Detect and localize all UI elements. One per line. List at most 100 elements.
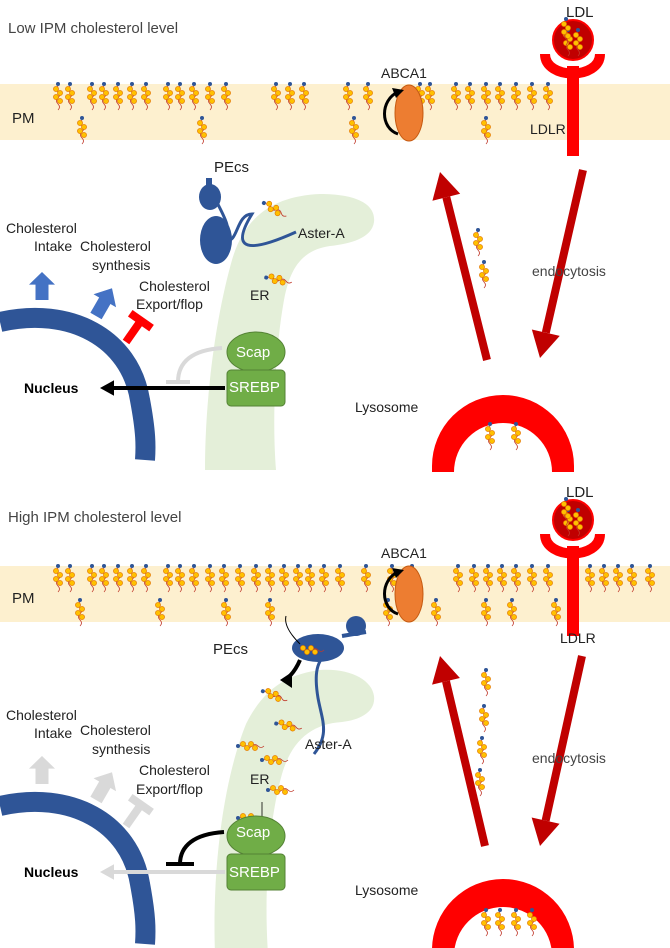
abca1-label: ABCA1 (381, 65, 427, 81)
ldlr-label: LDLR (530, 121, 566, 137)
ldl-label: LDL (566, 4, 594, 21)
panel-low-labels: Low IPM cholesterol level PM LDL LDLR AB… (6, 4, 606, 415)
cholesterol-molecule-icon (472, 227, 484, 257)
export-label-2: Export/flop (136, 296, 203, 312)
ldl-particle (552, 499, 594, 541)
cholesterol-molecule-icon (478, 259, 490, 289)
cholesterol-molecule-icon (480, 667, 492, 697)
recycle-arrow-head (432, 172, 461, 201)
scap-label: Scap (236, 824, 270, 841)
scap-inhibition-inactive (176, 346, 223, 383)
endocytosis-arrow-shaft (541, 169, 587, 334)
synthesis-label-2: synthesis (92, 741, 150, 757)
abca1-flop-arrowhead (392, 568, 404, 578)
cholesterol-molecule-icon (474, 767, 486, 797)
intake-arrow (29, 756, 55, 784)
panel-high-cholesterol (0, 496, 670, 948)
cholesterol-molecule-icon (494, 907, 506, 937)
scap-label: Scap (236, 344, 270, 361)
scap-inhibition-active (178, 830, 225, 865)
lysosome-membrane (432, 879, 574, 948)
srebp-to-nucleus-arrow-head (100, 864, 114, 880)
abca1-flop-arrow (383, 90, 399, 136)
abca1-transporter-icon (394, 84, 424, 142)
endocytosis-arrow-head (531, 329, 560, 358)
lysosome-label: Lysosome (355, 882, 419, 898)
ldl-particle (552, 19, 594, 61)
panel-high-labels: High IPM cholesterol level PM LDL LDLR A… (6, 484, 606, 898)
pecs-label: PEcs (213, 641, 248, 658)
ldlr-receptor-cup (540, 53, 605, 79)
srebp-to-nucleus-arrow-head (100, 380, 114, 396)
ldlr-receptor-cup (540, 533, 605, 559)
intake-arrow-shape (29, 272, 55, 300)
nucleus-label: Nucleus (24, 380, 79, 396)
panel-title: High IPM cholesterol level (8, 509, 181, 526)
synthesis-arrow-shape (90, 772, 117, 804)
srebp-protein (226, 369, 286, 407)
export-label-2: Export/flop (136, 781, 203, 797)
cholesterol-molecule-icon (478, 703, 490, 733)
export-label-1: Cholesterol (139, 762, 210, 778)
delivery-arrowhead (280, 672, 292, 688)
export-inhibition-stem (122, 804, 144, 829)
panel-title: Low IPM cholesterol level (8, 20, 178, 37)
abca1-flop-arrow (383, 570, 399, 616)
srebp-label: SREBP (229, 864, 280, 881)
export-inhibition-icon (122, 793, 154, 829)
srebp-label: SREBP (229, 379, 280, 396)
pecs-linker (341, 630, 367, 638)
pm-label: PM (12, 110, 35, 127)
lysosome-membrane (432, 395, 574, 472)
endocytosis-arrow-head (531, 817, 560, 846)
ldl-label: LDL (566, 484, 594, 501)
aster-label: Aster-A (305, 736, 352, 752)
pecs-protein-icon (199, 184, 221, 210)
export-inhibition-bar (127, 793, 154, 816)
endoplasmic-reticulum (214, 669, 375, 948)
nucleus-envelope (0, 792, 156, 945)
intake-label-2: Intake (34, 725, 72, 741)
endocytosis-label: endocytosis (532, 750, 606, 766)
intake-label-2: Intake (34, 238, 72, 254)
synthesis-arrow-shape (90, 288, 117, 320)
synthesis-arrow (90, 772, 117, 804)
nucleus-label: Nucleus (24, 864, 79, 880)
cholesterol-molecule-icon (476, 735, 488, 765)
pecs-domain (200, 216, 232, 264)
abca1-flop-arrowhead (392, 88, 404, 98)
export-inhibition-stem (122, 320, 144, 345)
abca1-transporter-icon (394, 565, 424, 623)
ldlr-receptor-icon (567, 66, 579, 156)
export-inhibition-icon (122, 309, 154, 345)
er-label: ER (250, 287, 269, 303)
synthesis-label-1: Cholesterol (80, 238, 151, 254)
cholesterol-molecule-icon (480, 907, 492, 937)
recycle-arrow-shaft (442, 196, 491, 361)
synthesis-label-2: synthesis (92, 257, 150, 273)
extraction-arrow (285, 615, 301, 645)
abca1-label: ABCA1 (381, 545, 427, 561)
synthesis-label-1: Cholesterol (80, 722, 151, 738)
recycle-arrow-head (432, 656, 460, 685)
intake-label-1: Cholesterol (6, 707, 77, 723)
ldlr-receptor-icon (567, 546, 579, 636)
intake-arrow (29, 272, 55, 300)
nucleus-envelope (0, 308, 156, 461)
lysosome-label: Lysosome (355, 399, 419, 415)
pecs-label: PEcs (214, 159, 249, 176)
ldlr-label: LDLR (560, 630, 596, 646)
intake-label-1: Cholesterol (6, 220, 77, 236)
export-inhibition-bar (127, 309, 154, 332)
cholesterol-molecule-icon (510, 907, 522, 937)
srebp-protein (226, 853, 286, 891)
pecs-stalk (206, 178, 212, 186)
synthesis-arrow (90, 288, 117, 320)
panel-low-cholesterol (0, 16, 670, 472)
recycle-arrow-shaft (442, 680, 489, 847)
endocytosis-label: endocytosis (532, 263, 606, 279)
export-label-1: Cholesterol (139, 278, 210, 294)
er-label: ER (250, 771, 269, 787)
plasma-membrane (0, 566, 670, 622)
